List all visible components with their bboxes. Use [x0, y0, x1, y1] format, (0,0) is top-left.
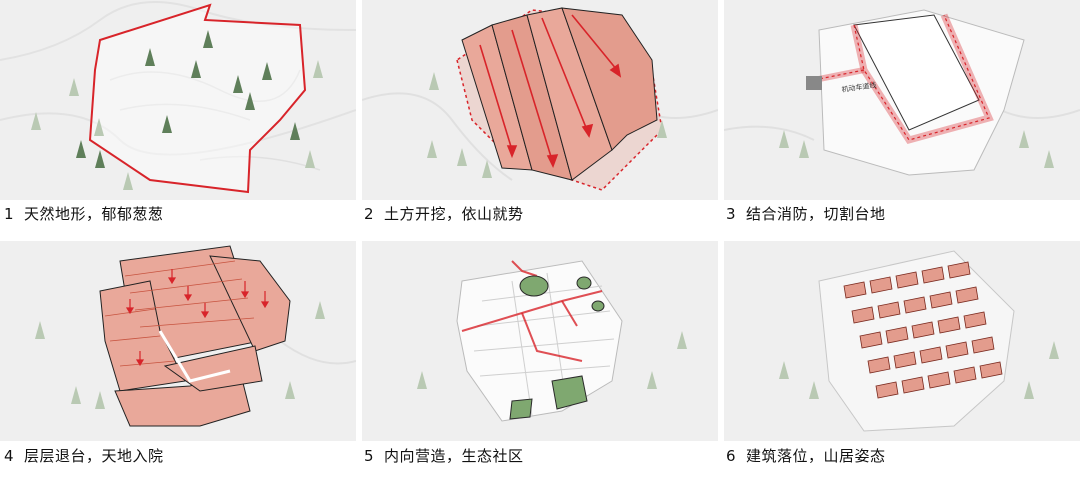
step-4-title: 层层退台，天地入院: [24, 447, 164, 465]
step-2-diagram: [362, 0, 718, 200]
building-block: [919, 346, 943, 364]
step-6-caption: 6 建筑落位，山居姿态: [726, 445, 886, 466]
internal-path: [158, 330, 231, 383]
building-block: [851, 306, 875, 324]
step-6-diagram: [724, 241, 1080, 441]
step-3-number: 3: [726, 205, 737, 223]
step-4-diagram: [0, 241, 356, 441]
building-block: [945, 341, 969, 359]
step-3-title: 结合消防，切割台地: [746, 205, 886, 223]
step-6-title: 建筑落位，山居姿态: [746, 447, 886, 465]
step-5-number: 5: [364, 447, 375, 465]
terrace-block: [853, 14, 980, 131]
building-block: [937, 316, 961, 334]
building-block: [893, 351, 917, 369]
building-block: [927, 371, 951, 389]
step-2-title: 土方开挖，依山就势: [384, 205, 524, 223]
building-block: [843, 281, 867, 299]
step-4-number: 4: [4, 447, 15, 465]
building-block: [877, 301, 901, 319]
garage-entrance: [806, 76, 822, 90]
step-5-title: 内向营造，生态社区: [384, 447, 524, 465]
step-2-caption: 2 土方开挖，依山就势: [364, 203, 524, 224]
building-block: [963, 311, 987, 329]
slope-arrows: [479, 14, 622, 169]
building-block: [875, 381, 899, 399]
step-3-caption: 3 结合消防，切割台地: [726, 203, 886, 224]
red-path: [461, 260, 603, 362]
step-1-number: 1: [4, 205, 15, 223]
building-block: [921, 266, 945, 284]
step-3-diagram: 机动车道线: [724, 0, 1080, 200]
building-block: [947, 261, 971, 279]
building-block: [971, 336, 995, 354]
building-block: [953, 366, 977, 384]
building-block: [867, 356, 891, 374]
fire-lane: [813, 13, 994, 145]
step-5-caption: 5 内向营造，生态社区: [364, 445, 524, 466]
buildings: [843, 261, 1003, 399]
tree-icons: [427, 72, 667, 178]
tree-icons: [35, 301, 325, 409]
step-6-number: 6: [726, 447, 737, 465]
building-block: [929, 291, 953, 309]
building-block: [903, 296, 927, 314]
step-2-number: 2: [364, 205, 375, 223]
building-block: [885, 326, 909, 344]
step-1-title: 天然地形，郁郁葱葱: [24, 205, 164, 223]
step-4-caption: 4 层层退台，天地入院: [4, 445, 164, 466]
building-block: [911, 321, 935, 339]
building-block: [895, 271, 919, 289]
step-arrows: [125, 269, 270, 367]
green-courtyards: [509, 275, 605, 420]
building-block: [901, 376, 925, 394]
step-5-diagram: [362, 241, 718, 441]
tree-icons: [779, 341, 1059, 399]
tree-icons: [417, 331, 687, 389]
step-1-diagram: [0, 0, 356, 200]
tree-icons: [779, 130, 1054, 168]
building-block: [955, 286, 979, 304]
step-1-caption: 1 天然地形，郁郁葱葱: [4, 203, 164, 224]
site-boundary: [88, 3, 307, 194]
building-block: [869, 276, 893, 294]
tree-icons: [31, 30, 323, 190]
building-block: [979, 361, 1003, 379]
building-block: [859, 331, 883, 349]
